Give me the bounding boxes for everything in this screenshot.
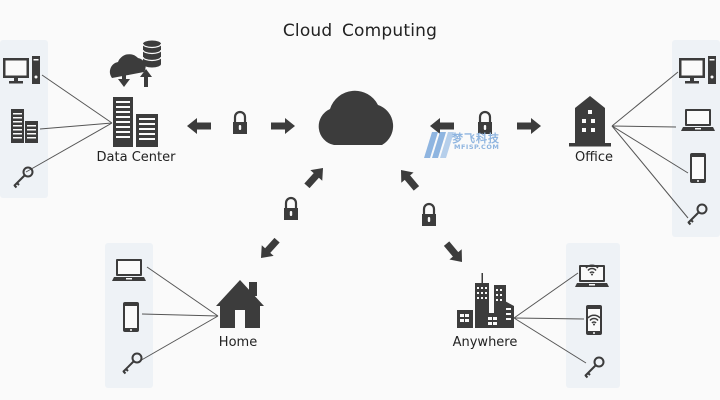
desktop-computer-icon: [679, 56, 716, 84]
tablet-icon: [123, 302, 139, 332]
anywhere-label: Anywhere: [452, 335, 518, 350]
office-device-links: [611, 71, 689, 219]
arrow-right-icon: [271, 118, 295, 134]
lock-icon: [282, 196, 300, 222]
wifi-tablet-icon: [586, 305, 602, 335]
office-label: Office: [575, 150, 613, 165]
key-icon: [122, 352, 143, 375]
office-building-icon: [569, 96, 611, 147]
watermark-en: MFISP.COM: [454, 143, 500, 151]
lock-icon: [420, 202, 438, 228]
watermark: 梦飞科技 MFISP.COM: [424, 130, 504, 160]
city-icon: [457, 273, 514, 328]
key-icon: [687, 203, 708, 226]
data-center-label: Data Center: [96, 150, 176, 165]
lock-icon: [231, 110, 249, 136]
data-center-device-links: [25, 74, 113, 173]
key-icon: [584, 356, 605, 379]
diagram-title: Cloud Computing: [282, 21, 438, 41]
wifi-laptop-icon: [575, 264, 609, 287]
tablet-icon: [690, 153, 706, 183]
key-icon: [13, 166, 34, 189]
laptop-icon: [681, 109, 715, 131]
home-label: Home: [218, 335, 258, 350]
arrow-down-right-icon: [440, 238, 469, 268]
arrow-left-icon: [187, 118, 211, 134]
arrow-right-icon: [517, 118, 541, 134]
watermark-cn: 梦飞科技: [452, 132, 500, 145]
watermark-logo-icon: [424, 132, 454, 158]
arrow-up-left-icon: [394, 164, 423, 194]
data-center-icon: [109, 40, 162, 147]
servers-icon: [11, 109, 38, 143]
cloud-icon: [318, 90, 394, 145]
home-icon: [216, 280, 264, 328]
home-device-links: [137, 266, 219, 363]
desktop-computer-icon: [3, 56, 40, 84]
anywhere-device-links: [513, 272, 587, 364]
arrow-up-right-icon: [300, 162, 329, 192]
laptop-icon: [112, 259, 146, 281]
arrow-down-left-icon: [255, 234, 284, 264]
